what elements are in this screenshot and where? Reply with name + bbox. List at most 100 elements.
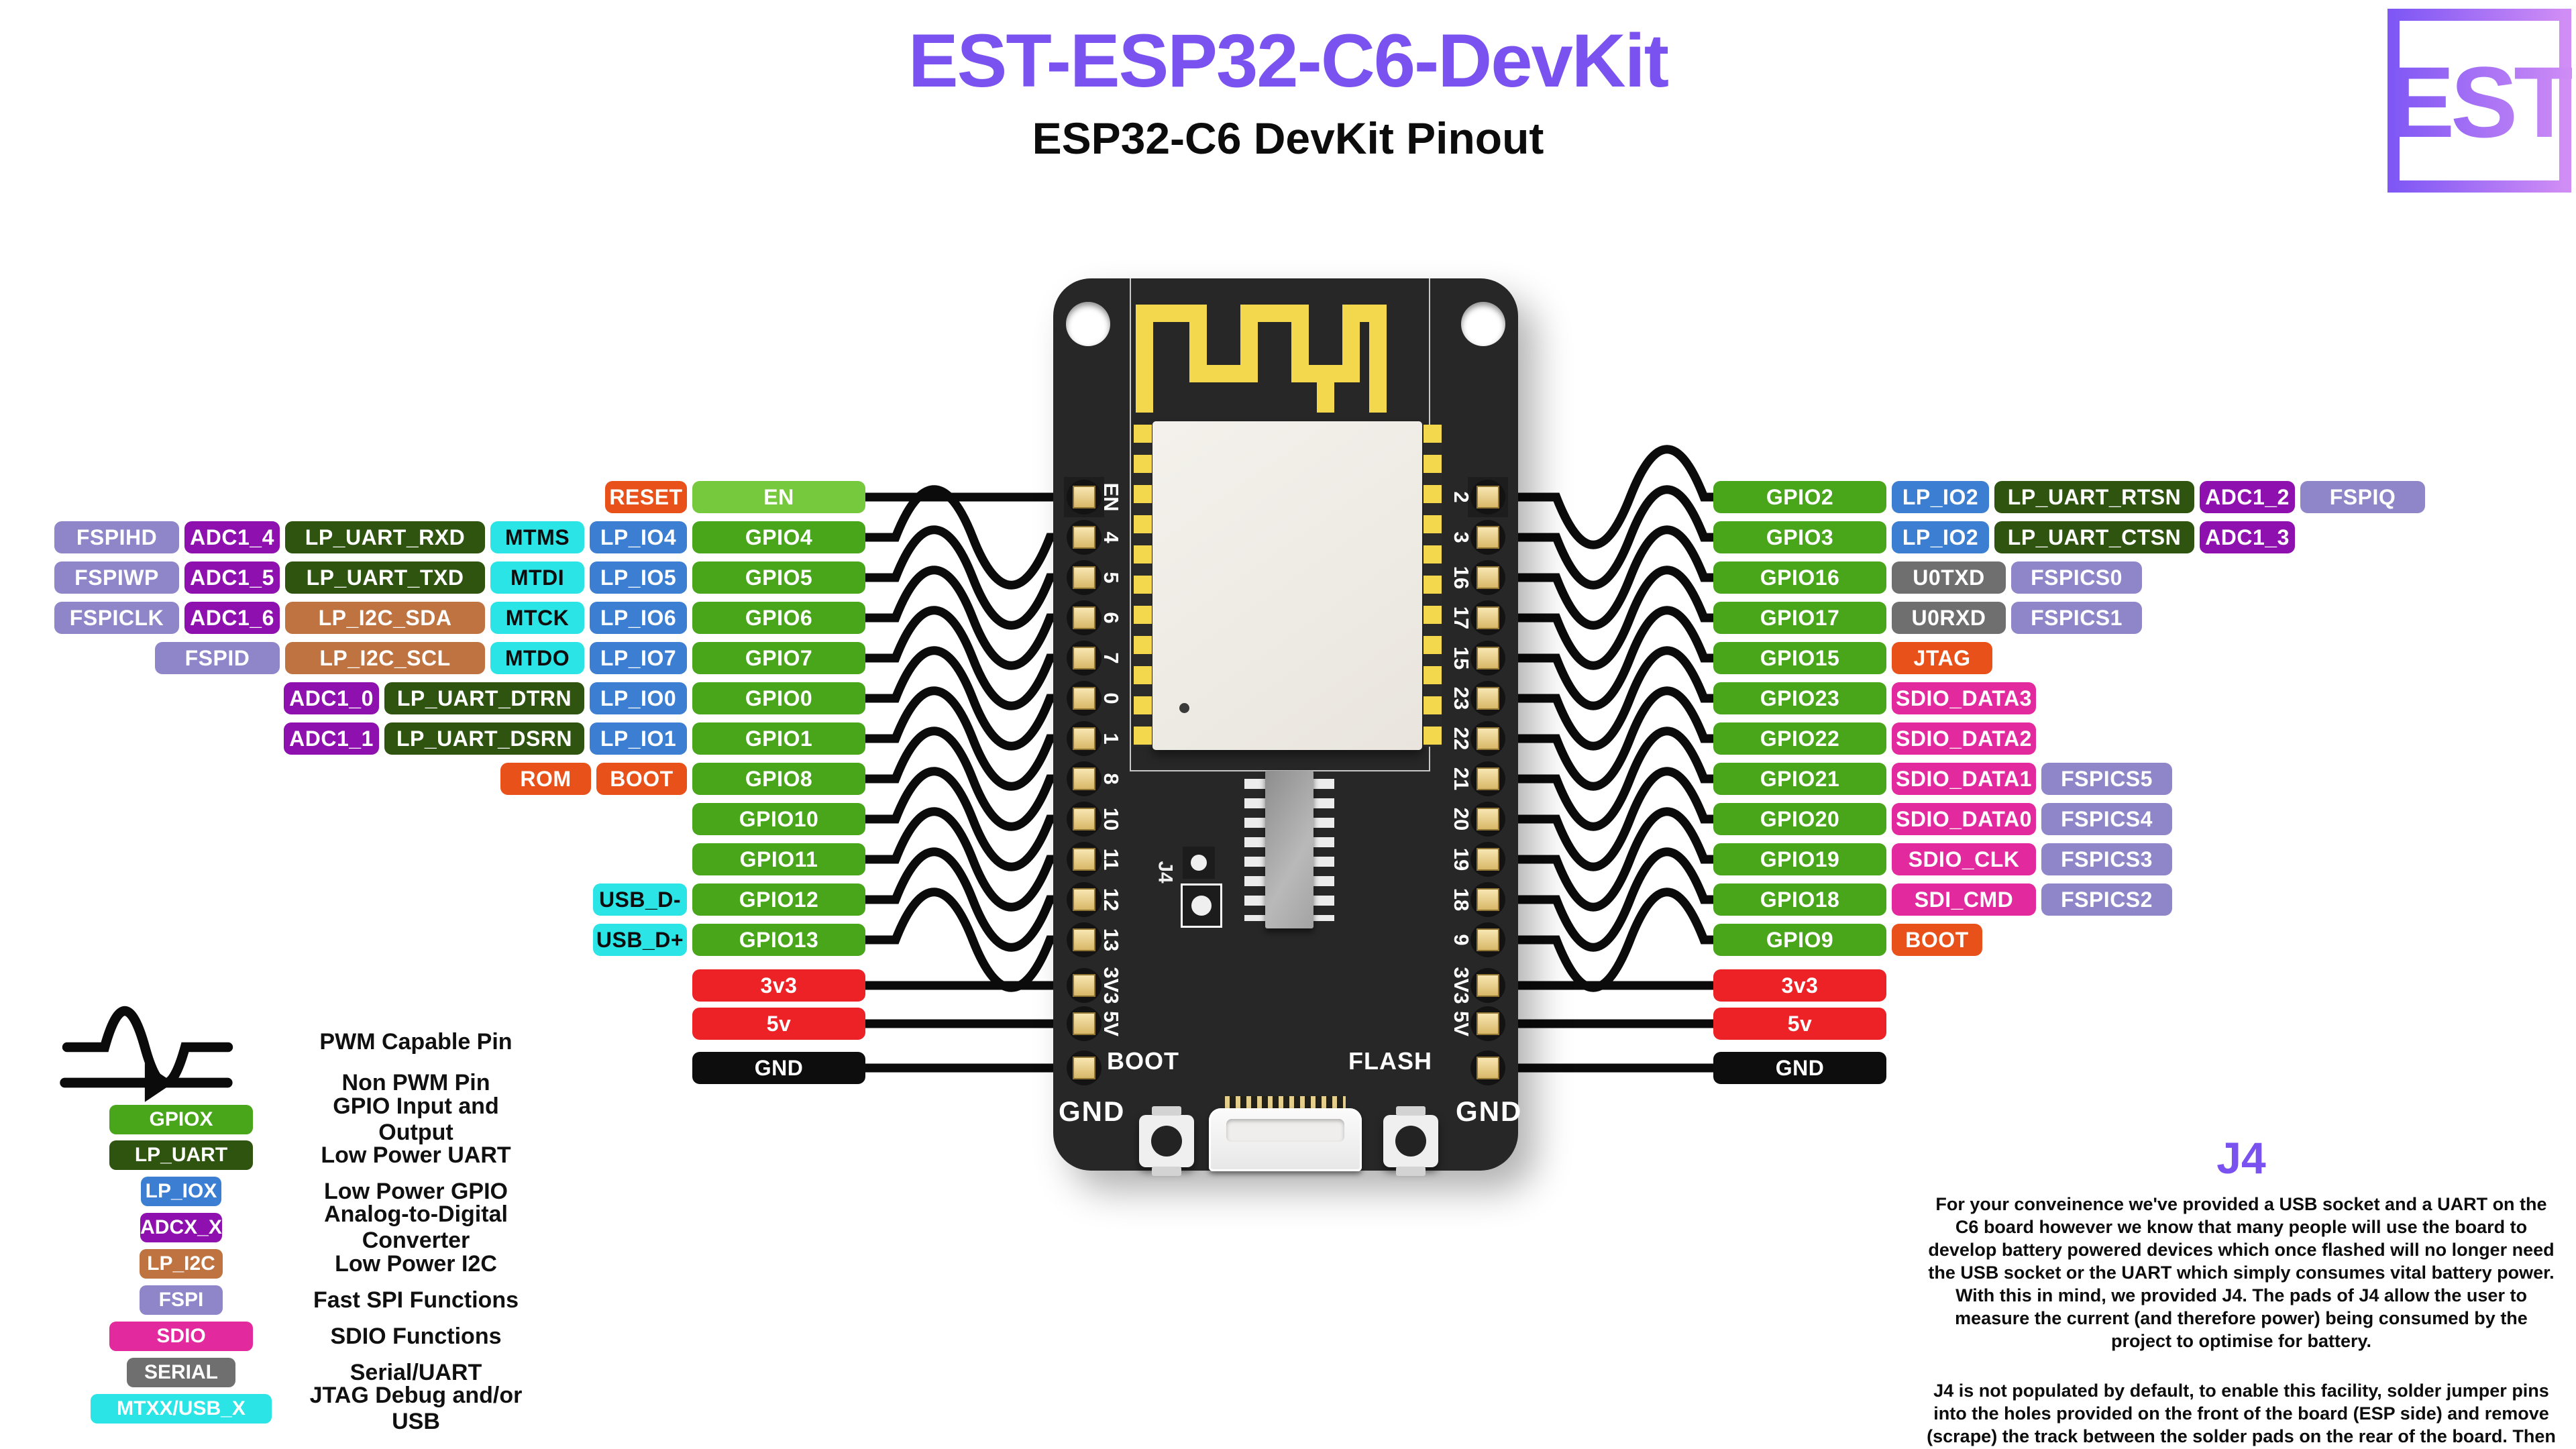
pin-number: 16: [1450, 566, 1473, 590]
pin-row-left: USB_D-GPIO12: [0, 883, 865, 916]
est-logo: EST: [2387, 9, 2572, 193]
pin-badge-adc1_1: ADC1_1: [284, 722, 379, 755]
pin-number: 1: [1099, 733, 1123, 745]
pin-badge-u0rxd: U0RXD: [1892, 602, 2006, 634]
pin-badge-3v3: 3v3: [1713, 969, 1886, 1002]
pin-number: 23: [1450, 686, 1473, 710]
pin-pad: [1470, 802, 1505, 837]
pin-badge-boot: BOOT: [1892, 924, 1982, 956]
pin-badge-gpio12: GPIO12: [692, 883, 865, 916]
pin-pad: [1470, 1051, 1505, 1085]
pin-badge-sdio_clk: SDIO_CLK: [1892, 843, 2036, 875]
legend-badge-serial: SERIAL: [127, 1358, 235, 1387]
gnd-label-right: GND: [1456, 1095, 1523, 1127]
pin-badge-gpio18: GPIO18: [1713, 883, 1886, 916]
pin-wire: [861, 566, 1089, 670]
pin-badge-lp_uart_dsrn: LP_UART_DSRN: [384, 722, 584, 755]
pin-badge-fspics5: FSPICS5: [2041, 763, 2172, 795]
pin-badge-lp_i2c_scl: LP_I2C_SCL: [285, 642, 485, 674]
pin-badge-lp_i2c_sda: LP_I2C_SDA: [285, 602, 485, 634]
pin-badge-lp_uart_dtrn: LP_UART_DTRN: [384, 682, 584, 714]
pin-pad: [1067, 641, 1102, 676]
pin-number: 5V: [1450, 1011, 1473, 1036]
pin-badge-adc1_4: ADC1_4: [184, 521, 280, 553]
mounting-hole-right: [1461, 302, 1505, 346]
pin-badge-gpio21: GPIO21: [1713, 763, 1886, 795]
pin-number: 21: [1450, 767, 1473, 791]
pin-badge-fspics1: FSPICS1: [2011, 602, 2142, 634]
pin-badge-fspiwp: FSPIWP: [54, 561, 179, 594]
pin-badge-sdio_data1: SDIO_DATA1: [1892, 763, 2036, 795]
pin-wire: [1483, 888, 1718, 992]
pin-row-left: GND: [0, 1052, 865, 1084]
pin-number: 18: [1450, 888, 1473, 912]
pin-badge-5v: 5v: [1713, 1008, 1886, 1040]
pin-number: 3V3: [1450, 967, 1473, 1004]
pin-pad: [1067, 842, 1102, 877]
pin-wire: [861, 525, 1089, 630]
pin-badge-sdio_data2: SDIO_DATA2: [1892, 722, 2036, 755]
pin-badge-sdio_data0: SDIO_DATA0: [1892, 803, 2036, 835]
pin-number: 7: [1099, 652, 1123, 664]
pin-badge-sdio_data3: SDIO_DATA3: [1892, 682, 2036, 714]
legend-desc: PWM Capable Pin: [319, 1028, 513, 1055]
pin-wire: [1483, 847, 1718, 952]
pin-number: 12: [1099, 888, 1123, 912]
module-pads-right: [1424, 425, 1442, 747]
pin-pad: [1470, 600, 1505, 635]
pin-wire: [861, 847, 1089, 952]
pin-wire: [1483, 525, 1718, 630]
legend-desc: Fast SPI Functions: [313, 1287, 519, 1313]
pin-badge-reset: RESET: [605, 481, 687, 513]
pin-row-right: GND: [1713, 1052, 1886, 1084]
pin-badge-adc1_2: ADC1_2: [2200, 481, 2295, 513]
devkit-board: J4 BOOT FLASH GND GND: [1053, 278, 1521, 1176]
pin-row-left: 3v3: [0, 969, 865, 1002]
pin-pad: [1067, 761, 1102, 796]
pin-badge-jtag: JTAG: [1892, 642, 1992, 674]
pin-badge-usb_d+: USB_D+: [593, 924, 687, 956]
pin-number: 15: [1450, 646, 1473, 670]
pin-badge-gpio0: GPIO0: [692, 682, 865, 714]
logo-border: [2387, 9, 2571, 193]
pin-number: 13: [1099, 928, 1123, 952]
pin-badge-gpio22: GPIO22: [1713, 722, 1886, 755]
pin-pad: [1067, 968, 1102, 1003]
pin-pad: [1067, 721, 1102, 756]
pin-number: 10: [1099, 807, 1123, 831]
pin-pad: [1067, 922, 1102, 957]
pin-badge-gpio16: GPIO16: [1713, 561, 1886, 594]
non-pwm-arrow-icon: [60, 1063, 233, 1102]
pin-badge-fspics2: FSPICS2: [2041, 883, 2172, 916]
pin-badge-lp_io2: LP_IO2: [1892, 481, 1989, 513]
legend-desc: SDIO Functions: [330, 1323, 502, 1349]
pin-badge-fspiclk: FSPICLK: [54, 602, 179, 634]
pin-badge-rom: ROM: [500, 763, 591, 795]
legend-badge-gpiox: GPIOX: [109, 1105, 253, 1134]
pin-badge-5v: 5v: [692, 1008, 865, 1040]
pin-badge-adc1_0: ADC1_0: [284, 682, 379, 714]
pin-wire: [1483, 727, 1718, 831]
module-pin1-dot: [1179, 703, 1189, 713]
pin-badge-lp_uart_rxd: LP_UART_RXD: [285, 521, 485, 553]
pin-pad: [1470, 681, 1505, 716]
pwm-icon-cell: [37, 1006, 258, 1082]
pin-badge-mtdo: MTDO: [490, 642, 584, 674]
pin-wire: [861, 807, 1089, 912]
pin-wire: [1483, 445, 1718, 549]
pin-badge-3v3: 3v3: [692, 969, 865, 1002]
j4-paragraph-2: J4 is not populated by default, to enabl…: [1927, 1381, 2556, 1446]
pin-badge-usb_d-: USB_D-: [593, 883, 687, 916]
pin-pad: [1067, 882, 1102, 917]
legend-badge-sdio: SDIO: [109, 1322, 253, 1351]
